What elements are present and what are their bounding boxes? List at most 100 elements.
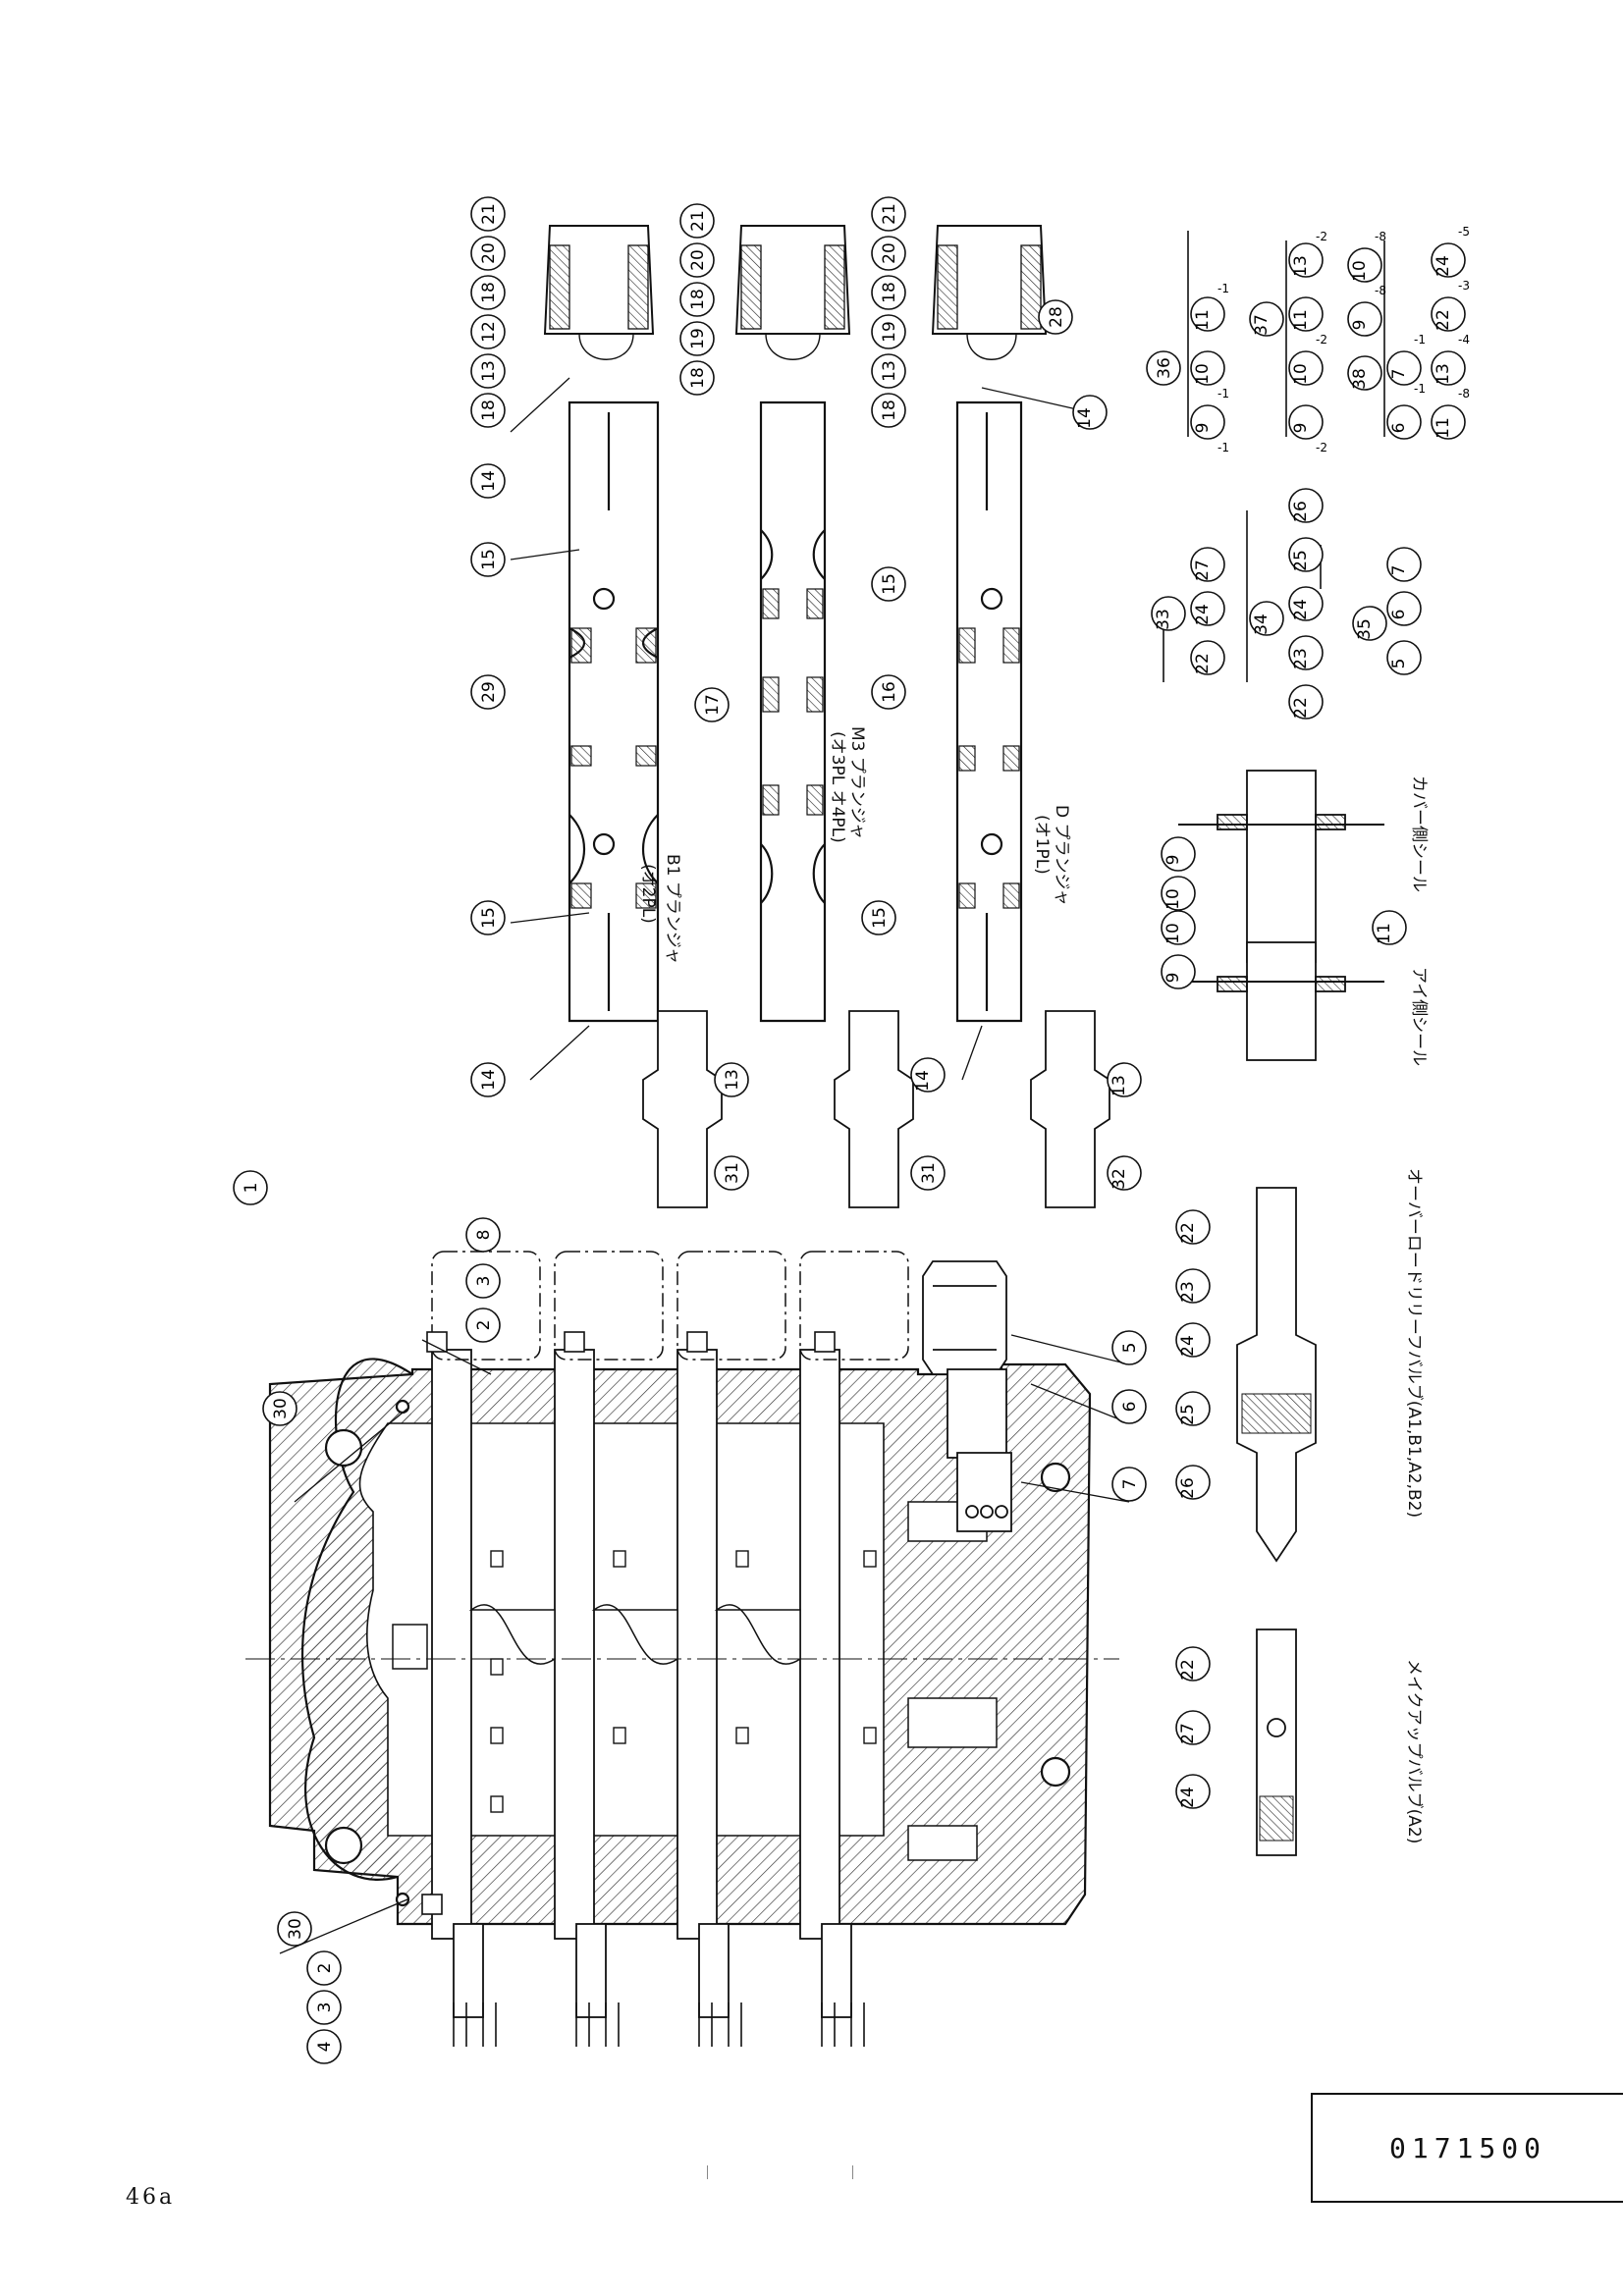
svg-text:10: 10 bbox=[1291, 363, 1311, 385]
callout-32: 32 bbox=[1107, 1155, 1142, 1191]
svg-text:-1: -1 bbox=[1414, 382, 1426, 396]
callout-23a: 23 bbox=[1288, 635, 1324, 670]
svg-text:4: 4 bbox=[315, 2042, 335, 2053]
svg-text:7: 7 bbox=[1120, 1479, 1140, 1490]
svg-text:7: 7 bbox=[1389, 369, 1409, 380]
callout-28: 28 bbox=[1038, 299, 1073, 335]
svg-text:33: 33 bbox=[1154, 609, 1173, 630]
svg-text:27: 27 bbox=[1178, 1723, 1198, 1744]
callout-1: 1 bbox=[233, 1170, 268, 1205]
callout-10d: 10 bbox=[1161, 876, 1196, 911]
svg-text:34: 34 bbox=[1252, 614, 1271, 635]
svg-text:-1: -1 bbox=[1217, 387, 1229, 400]
callout-34: 34 bbox=[1249, 601, 1284, 636]
callout-14d: 14 bbox=[910, 1057, 946, 1093]
suffixes: -1 -1 -1 -2 -2 -2 -8 -8 -1 -1 -8 -4 -3 -… bbox=[1217, 225, 1470, 454]
svg-text:-1: -1 bbox=[1217, 441, 1229, 454]
svg-text:10: 10 bbox=[1163, 923, 1183, 944]
callout-11a: 11 bbox=[1190, 296, 1225, 332]
callout-15b: 15 bbox=[470, 900, 506, 935]
svg-text:29: 29 bbox=[479, 681, 499, 703]
svg-text:20: 20 bbox=[688, 249, 708, 271]
callout-25a: 25 bbox=[1288, 537, 1324, 572]
svg-text:23: 23 bbox=[1291, 648, 1311, 669]
svg-text:18: 18 bbox=[880, 400, 899, 421]
callout-19b: 19 bbox=[871, 314, 906, 349]
callout-36: 36 bbox=[1146, 350, 1181, 386]
svg-text:3: 3 bbox=[315, 2002, 335, 2013]
svg-text:21: 21 bbox=[880, 203, 899, 225]
svg-text:13: 13 bbox=[1109, 1075, 1129, 1096]
svg-text:18: 18 bbox=[479, 282, 499, 303]
callout-20a: 20 bbox=[470, 236, 506, 271]
svg-text:13: 13 bbox=[1291, 255, 1311, 277]
callout-26a: 26 bbox=[1288, 488, 1324, 523]
callout-35: 35 bbox=[1352, 606, 1387, 641]
callout-3a: 3 bbox=[465, 1263, 501, 1299]
svg-text:-1: -1 bbox=[1414, 333, 1426, 347]
svg-text:-2: -2 bbox=[1316, 230, 1327, 243]
callout-8: 8 bbox=[465, 1217, 501, 1253]
svg-text:20: 20 bbox=[479, 242, 499, 264]
svg-text:11: 11 bbox=[1434, 417, 1453, 439]
svg-text:9: 9 bbox=[1163, 973, 1183, 984]
callout-20c: 20 bbox=[871, 236, 906, 271]
callout-18c: 18 bbox=[679, 282, 715, 317]
callout-29: 29 bbox=[470, 674, 506, 710]
callout-33: 33 bbox=[1151, 596, 1186, 631]
m3-plunger-label: M3 プランジャ bbox=[847, 726, 867, 839]
svg-text:22: 22 bbox=[1434, 309, 1453, 331]
callout-27a: 27 bbox=[1190, 547, 1225, 582]
eye-side-seal-label: アイ側シール bbox=[1409, 967, 1429, 1066]
callout-7: 7 bbox=[1111, 1467, 1147, 1502]
callout-4: 4 bbox=[306, 2029, 342, 2064]
svg-text:6: 6 bbox=[1120, 1402, 1140, 1413]
svg-text:32: 32 bbox=[1109, 1168, 1129, 1190]
plunger-m3 bbox=[759, 400, 827, 1023]
callout-2a: 2 bbox=[465, 1308, 501, 1343]
svg-text:16: 16 bbox=[880, 681, 899, 703]
callout-22d: 22 bbox=[1175, 1209, 1211, 1245]
svg-text:20: 20 bbox=[880, 242, 899, 264]
svg-text:24: 24 bbox=[1178, 1787, 1198, 1808]
callout-22c: 22 bbox=[1288, 684, 1324, 720]
svg-text:24: 24 bbox=[1178, 1335, 1198, 1357]
callout-38: 38 bbox=[1347, 355, 1382, 391]
seal-detail bbox=[1178, 770, 1384, 1061]
callout-10a: 10 bbox=[1190, 350, 1225, 386]
plunger-d bbox=[955, 400, 1023, 1023]
svg-text:11: 11 bbox=[1193, 309, 1213, 331]
callout-22e: 22 bbox=[1175, 1646, 1211, 1682]
callout-12: 12 bbox=[470, 314, 506, 349]
callout-6c: 6 bbox=[1386, 591, 1422, 626]
callout-30b: 30 bbox=[277, 1911, 312, 1947]
callout-21c: 21 bbox=[871, 196, 906, 232]
callout-19a: 19 bbox=[679, 321, 715, 356]
svg-text:31: 31 bbox=[723, 1162, 742, 1184]
callout-9b: 9 bbox=[1288, 404, 1324, 440]
svg-text:36: 36 bbox=[1155, 357, 1174, 379]
callout-15c: 15 bbox=[871, 566, 906, 602]
callout-10c: 10 bbox=[1347, 247, 1382, 283]
svg-text:15: 15 bbox=[870, 907, 890, 929]
callout-24c: 24 bbox=[1288, 586, 1324, 621]
callout-14c: 14 bbox=[1072, 395, 1108, 430]
svg-text:-2: -2 bbox=[1316, 441, 1327, 454]
callout-24d: 24 bbox=[1175, 1322, 1211, 1358]
svg-text:15: 15 bbox=[880, 573, 899, 595]
callout-17: 17 bbox=[694, 687, 730, 722]
callout-31b: 31 bbox=[910, 1155, 946, 1191]
svg-text:-3: -3 bbox=[1458, 279, 1470, 293]
svg-text:35: 35 bbox=[1355, 618, 1375, 640]
scan-mark bbox=[707, 2165, 708, 2179]
callout-18f: 18 bbox=[871, 393, 906, 428]
callout-22b: 22 bbox=[1190, 640, 1225, 675]
svg-text:37: 37 bbox=[1252, 314, 1271, 336]
callout-26b: 26 bbox=[1175, 1465, 1211, 1500]
document-number: 0171500 bbox=[1388, 2132, 1546, 2164]
svg-text:9: 9 bbox=[1163, 855, 1183, 866]
callout-24b: 24 bbox=[1190, 591, 1225, 626]
callout-31a: 31 bbox=[714, 1155, 749, 1191]
plunger-b1 bbox=[568, 400, 660, 1023]
svg-text:27: 27 bbox=[1193, 560, 1213, 581]
